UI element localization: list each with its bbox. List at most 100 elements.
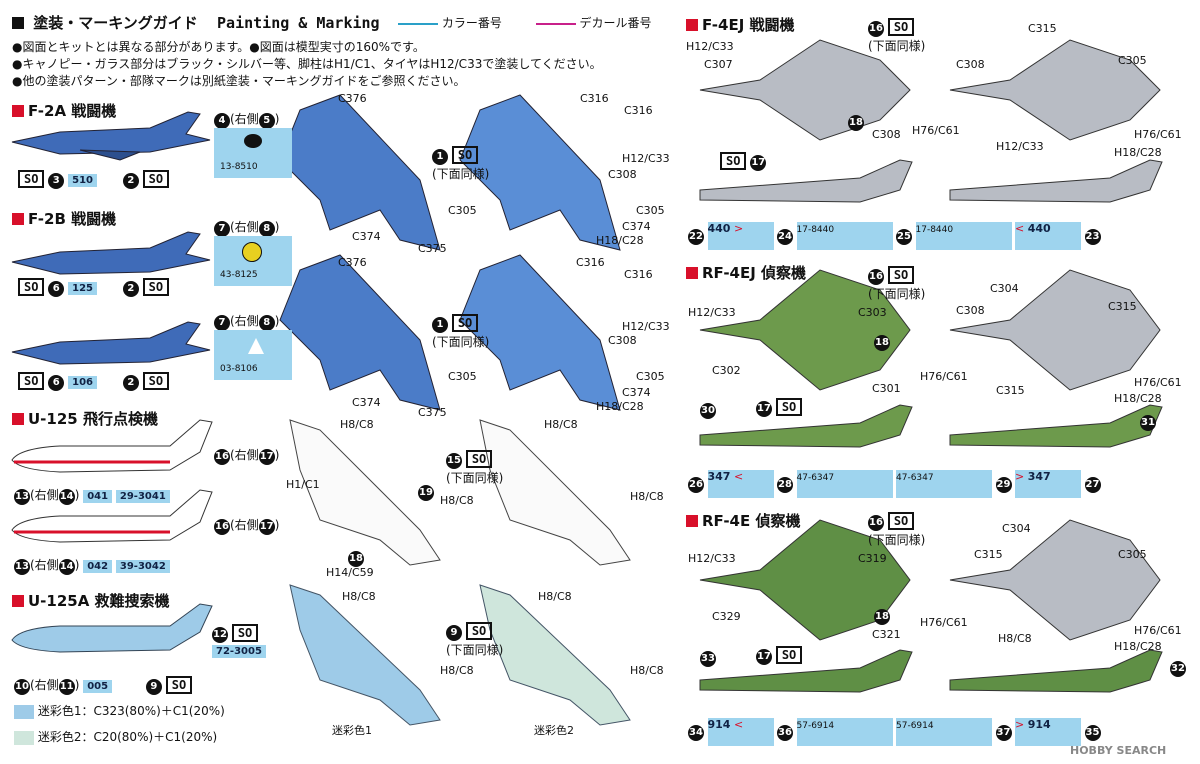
f2b-decal-box-2: 03-8106 (214, 330, 292, 380)
rf4ej-views (699, 269, 1163, 448)
watermark: HOBBY SEARCH (1070, 744, 1167, 757)
label-c305-6: C305 (1118, 548, 1147, 561)
label-c329: C329 (712, 610, 741, 623)
label-c321: C321 (872, 628, 901, 641)
label-h76c61-1: H76/C61 (912, 124, 960, 137)
f4ej-so-17: SO 17 (720, 152, 767, 171)
u125-plan-views (289, 419, 631, 566)
u125-lower-note: 15 SO(下面同様) (446, 450, 504, 485)
label-h12c33-2: H12/C33 (622, 320, 670, 333)
label-c375-2: C375 (418, 406, 447, 419)
f4ej-num-18: 18 (848, 110, 864, 131)
label-c316-2: C316 (624, 104, 653, 117)
camo-label-1: 迷彩色1 (332, 724, 372, 737)
label-c374-3: C374 (352, 396, 381, 409)
u125a-plan-views (289, 584, 631, 726)
label-h8c8-1: H8/C8 (340, 418, 374, 431)
label-h8c8-8: H8/C8 (630, 664, 664, 677)
label-c374-2: C374 (622, 220, 651, 233)
tail-emblem-icon (248, 338, 264, 354)
rf4e-num-32: 32 (1170, 656, 1186, 677)
rf4e-num-18: 18 (874, 604, 890, 625)
label-c308-3: C308 (872, 128, 901, 141)
f2b-decal-box-1: 43-8125 (214, 236, 292, 286)
label-h18c28-1: H18/C28 (596, 234, 644, 247)
label-c374-4: C374 (622, 386, 651, 399)
label-h18c28-5: H18/C28 (1114, 640, 1162, 653)
note-3: ●他の塗装パターン・部隊マークは別紙塗装・マーキングガイドをご参照ください。 (12, 74, 466, 88)
label-h8c8-4: H8/C8 (630, 490, 664, 503)
label-c315-1: C315 (1028, 22, 1057, 35)
camo-color-2: 迷彩色2：C20(80%)＋C1(20%) (14, 728, 217, 745)
label-c316-3: C316 (576, 256, 605, 269)
label-h12c33-6: H12/C33 (688, 552, 736, 565)
u125-side-view-1 (11, 419, 213, 473)
u125-side-view-2 (11, 489, 213, 543)
rf4ej-lower-note: 16 SO(下面同様) (868, 266, 926, 301)
u125-row-1: 13(右側14) 041 29-3041 (14, 486, 170, 505)
u125a-so-row: 12 SO 72-3005 (212, 624, 266, 658)
label-c304-2: C304 (1002, 522, 1031, 535)
rf4ej-decals: 26 347 < 28 47-6347 47-6347 29 > 347 27 (688, 470, 1188, 500)
panther-emblem-icon (244, 134, 262, 148)
f2a-decal-box: 13-8510 (214, 128, 292, 178)
rf4e-num-33: 33 (700, 646, 716, 667)
label-c308-5: C308 (956, 304, 985, 317)
label-h12c33-3: H12/C33 (686, 40, 734, 53)
f2-lower-note-2: 1 SO(下面同様) (432, 314, 490, 349)
label-c305-2: C305 (636, 204, 665, 217)
rf4e-decals: 34 914 < 36 57-6914 57-6914 37 > 914 35 (688, 718, 1188, 748)
u125a-row: 10(右側11) 005 9 SO (14, 676, 193, 695)
rf4ej-num-18: 18 (874, 330, 890, 351)
label-c319: C319 (858, 552, 887, 565)
section-f2a: F-2A 戦闘機 (12, 100, 116, 121)
label-h76c61-3: H76/C61 (920, 370, 968, 383)
u125-right-2: 16(右側17) (214, 516, 279, 535)
f2b-side-view-1 (11, 231, 211, 275)
camo-label-2: 迷彩色2 (534, 724, 574, 737)
label-c304-1: C304 (990, 282, 1019, 295)
u125-right-1: 16(右側17) (214, 446, 279, 465)
label-c376-1: C376 (338, 92, 367, 105)
f4ej-views (699, 39, 1163, 203)
label-h8c8-6: H8/C8 (440, 664, 474, 677)
note-2: ●キャノピー・ガラス部分はブラック・シルバー等、脚柱はH1/C1、タイヤはH12… (12, 57, 602, 71)
section-f2b: F-2B 戦闘機 (12, 208, 116, 229)
label-h8c8-3: H8/C8 (544, 418, 578, 431)
label-c316-1: C316 (580, 92, 609, 105)
label-c375-1: C375 (418, 242, 447, 255)
legend-color-line (398, 22, 438, 25)
label-c374-1: C374 (352, 230, 381, 243)
label-h18c28-4: H18/C28 (1114, 392, 1162, 405)
label-c315-3: C315 (996, 384, 1025, 397)
label-h18c28-2: H18/C28 (596, 400, 644, 413)
label-h14c59: H14/C59 (326, 566, 374, 579)
label-h76c61-2: H76/C61 (1134, 128, 1182, 141)
label-h18c28-3: H18/C28 (1114, 146, 1162, 159)
camo-color-1: 迷彩色1：C323(80%)＋C1(20%) (14, 702, 225, 719)
label-h12c33-5: H12/C33 (688, 306, 736, 319)
u125a-side-view (11, 603, 213, 653)
f4ej-decals: 22 440 > 24 17-8440 25 17-8440 < 440 23 (688, 222, 1188, 252)
label-c308-4: C308 (956, 58, 985, 71)
label-c376-2: C376 (338, 256, 367, 269)
u125-num-18: 18 (348, 546, 364, 567)
label-c307: C307 (704, 58, 733, 71)
f2a-side-view (11, 111, 211, 161)
note-1: ●図面とキットとは異なる部分があります。●図面は模型実寸の160%です。 (12, 40, 425, 54)
label-c315-4: C315 (974, 548, 1003, 561)
label-c305-4: C305 (636, 370, 665, 383)
label-c308-1: C308 (608, 168, 637, 181)
section-u125a: U-125A 救難捜索機 (12, 590, 170, 611)
label-h8c8-7: H8/C8 (538, 590, 572, 603)
f4ej-lower-note: 16 SO(下面同様) (868, 18, 926, 53)
label-h8c8-9: H8/C8 (998, 632, 1032, 645)
label-c308-2: C308 (608, 334, 637, 347)
section-rf4ej: RF-4EJ 偵察機 (686, 262, 806, 283)
label-h8c8-2: H8/C8 (440, 494, 474, 507)
label-h76c61-4: H76/C61 (1134, 376, 1182, 389)
